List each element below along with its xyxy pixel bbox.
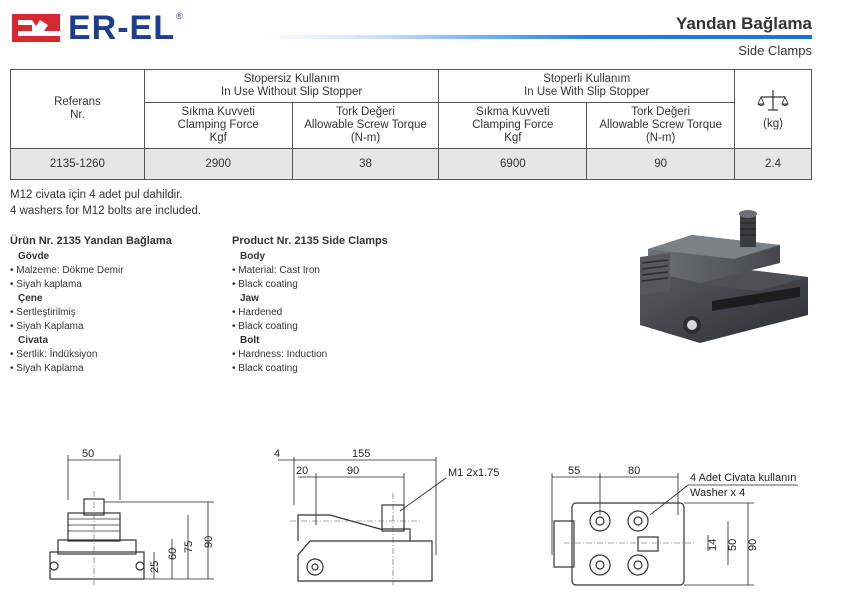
- list-item: Siyah Kaplama: [10, 362, 220, 376]
- washer-callout-en: Washer x 4: [690, 487, 745, 499]
- header-rule: [260, 35, 812, 39]
- washer-callout-tr: 4 Adet Civata kullanın: [690, 472, 796, 484]
- registered-mark: ®: [176, 11, 183, 21]
- cell-force-without: 2900: [143, 148, 293, 180]
- balance-scale-icon: [757, 89, 789, 111]
- thread-label: M1 2x1.75: [448, 467, 499, 479]
- dim-top-h1: 14: [707, 539, 719, 551]
- side-view-drawing: 4 155 20 90 M1 2x1.75: [274, 448, 499, 585]
- dim-front-jaw: 60: [167, 548, 179, 560]
- front-view-drawing: 50 25 60 75 90: [49, 448, 215, 585]
- dim-top-h3: 90: [747, 539, 759, 551]
- cell-weight: 2.4: [734, 148, 812, 180]
- list-item: Black coating: [232, 362, 442, 376]
- cell-force-with: 6900: [438, 148, 588, 180]
- group-name: Civata: [18, 335, 49, 346]
- weight-unit: (kg): [763, 117, 783, 130]
- top-view-drawing: 55 80 4 Adet Civata kullanın Washer x 4 …: [551, 465, 798, 586]
- group-name: Çene: [18, 293, 43, 304]
- weight-header: (kg): [734, 69, 812, 149]
- dim-top-spacing: 80: [628, 465, 640, 477]
- page-title-tr: Yandan Bağlama: [675, 14, 812, 33]
- table-row: 2135-1260 2900 38 6900 90 2.4: [10, 148, 812, 180]
- dim-side-slot: 90: [347, 465, 359, 477]
- page-title-en: Side Clamps: [738, 43, 812, 58]
- list-item: Black coating: [232, 278, 442, 292]
- list-item: Sertlik: İndüksiyon: [10, 348, 220, 362]
- dim-top-h2: 50: [727, 539, 739, 551]
- cell-torque-with: 90: [586, 148, 736, 180]
- dim-front-width: 50: [82, 448, 94, 460]
- list-item: Hardness: Induction: [232, 348, 442, 362]
- product-heading-en: Product Nr. 2135 Side Clamps: [232, 235, 388, 247]
- group-name: Bolt: [240, 335, 260, 346]
- cell-torque-without: 38: [291, 148, 440, 180]
- list-item: Sertleştirilmiş: [10, 306, 220, 320]
- list-item: Black coating: [232, 320, 442, 334]
- note-tr: M12 civata için 4 adet pul dahildir.: [10, 189, 183, 201]
- list-item: Material: Cast Iron: [232, 264, 442, 278]
- dim-front-mid: 75: [183, 541, 195, 553]
- dim-side-jaw: 20: [296, 465, 308, 477]
- product-list-en: Product Nr. 2135 Side Clamps Body Materi…: [232, 234, 442, 376]
- dim-top-left: 55: [568, 465, 580, 477]
- dim-front-total: 90: [203, 536, 215, 548]
- dim-side-total: 155: [352, 448, 370, 460]
- side-clamp-product-image: [640, 210, 808, 343]
- list-item: Siyah Kaplama: [10, 320, 220, 334]
- list-item: Hardened: [232, 306, 442, 320]
- dim-front-base: 25: [149, 561, 161, 573]
- group-name: Jaw: [240, 293, 259, 304]
- note-en: 4 washers for M12 bolts are included.: [10, 205, 202, 217]
- list-item: Malzeme: Dökme Demir: [10, 264, 220, 278]
- product-heading-tr: Ürün Nr. 2135 Yandan Bağlama: [10, 235, 172, 247]
- brand-logo: ER-EL ®: [10, 10, 183, 46]
- brand-name: ER-EL: [68, 9, 175, 47]
- dim-side-offset: 4: [274, 448, 280, 460]
- product-list-tr: Ürün Nr. 2135 Yandan Bağlama Gövde Malze…: [10, 234, 220, 376]
- erel-logo-icon: [12, 14, 60, 42]
- cell-ref: 2135-1260: [10, 148, 145, 180]
- group-name: Body: [240, 251, 265, 262]
- group-name: Gövde: [18, 251, 50, 262]
- list-item: Siyah kaplama: [10, 278, 220, 292]
